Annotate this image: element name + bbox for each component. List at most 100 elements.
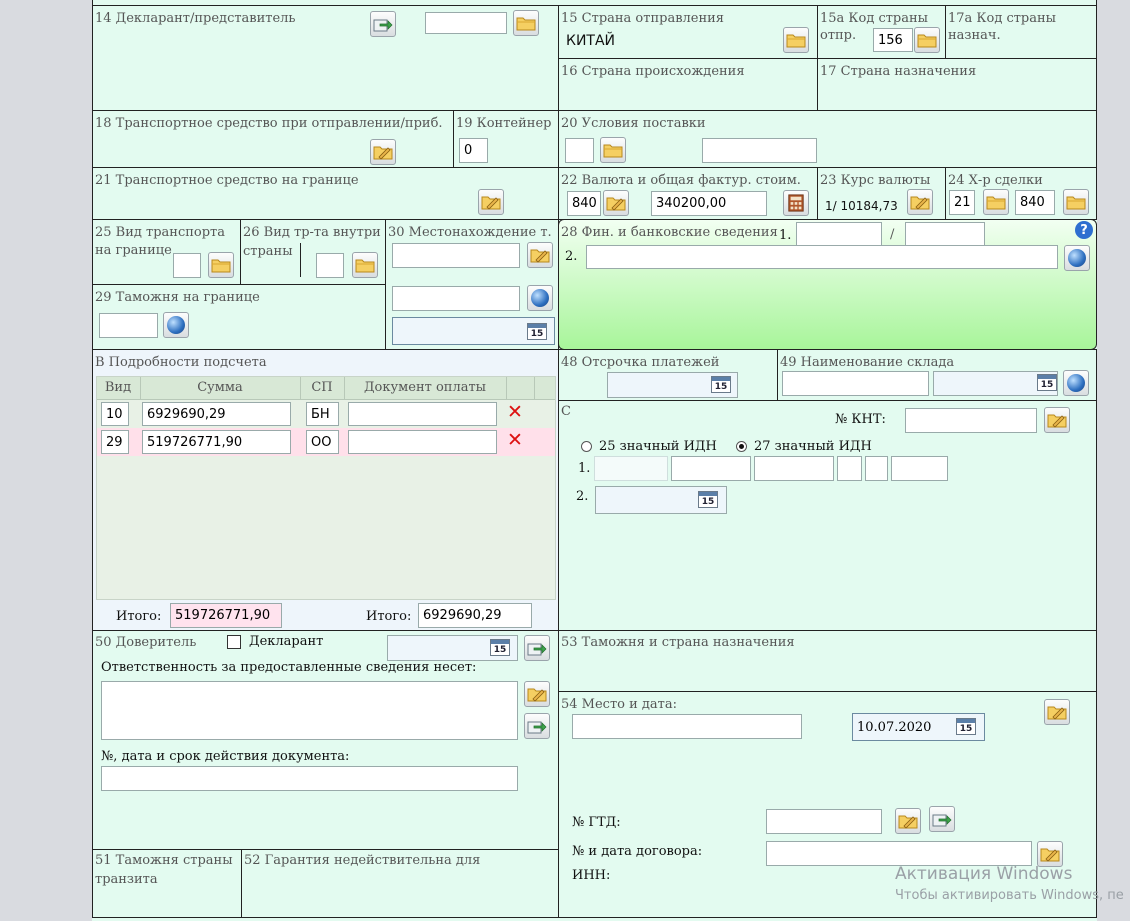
- currency-edit-button[interactable]: [603, 190, 629, 216]
- declarant-code-input[interactable]: [425, 12, 507, 34]
- responsibility-textarea[interactable]: [101, 681, 518, 740]
- idn-part-6-input[interactable]: [891, 456, 948, 481]
- box-52-guarantee: 52 Гарантия недействительна для: [241, 849, 559, 918]
- departure-code-folder-button[interactable]: [914, 27, 940, 53]
- row-doc-input[interactable]: [348, 430, 497, 454]
- export-icon: [527, 640, 547, 656]
- bank-details-input[interactable]: [586, 245, 1058, 269]
- gtd-input[interactable]: [766, 809, 882, 834]
- goods-location-input[interactable]: [392, 243, 520, 268]
- goods-location-edit-button[interactable]: [527, 242, 553, 268]
- box-17a-label-1: 17а Код страны: [948, 11, 1057, 26]
- declarant-checkbox[interactable]: [227, 635, 241, 649]
- bank-globe-button[interactable]: [1064, 245, 1090, 271]
- inn-label: ИНН:: [572, 868, 611, 883]
- box-26-inland-transport-mode: 26 Вид тр-та внутри страны: [240, 219, 386, 285]
- declarant-checkbox-label: Декларант: [249, 634, 324, 649]
- declarant-folder-button[interactable]: [513, 10, 539, 36]
- border-customs-globe-button[interactable]: [163, 312, 189, 338]
- responsibility-edit-button[interactable]: [524, 681, 550, 707]
- contract-input[interactable]: [766, 841, 1032, 866]
- goods-location-globe-button[interactable]: [527, 285, 553, 311]
- idn-part-2-input[interactable]: [671, 456, 751, 481]
- box-17a-label-2: назнач.: [948, 28, 1001, 43]
- gtd-edit-button[interactable]: [895, 808, 921, 834]
- delete-icon[interactable]: ✕: [507, 401, 523, 423]
- calendar-icon[interactable]: 15: [1037, 374, 1057, 391]
- row-sum-input[interactable]: 6929690,29: [142, 402, 291, 426]
- departure-code-input[interactable]: 156: [873, 28, 913, 52]
- folder-icon: [986, 194, 1006, 210]
- calculator-button[interactable]: [783, 190, 809, 216]
- row-sum-input[interactable]: 519726771,90: [142, 430, 291, 454]
- box-29-border-customs: 29 Таможня на границе: [92, 284, 386, 350]
- place-edit-button[interactable]: [1044, 699, 1070, 725]
- transport-departure-edit-button[interactable]: [370, 139, 396, 165]
- box-19-container: 19 Контейнер 0: [453, 110, 559, 168]
- help-icon[interactable]: ?: [1075, 221, 1093, 239]
- edit-folder-icon: [1047, 412, 1067, 428]
- row-sp-input[interactable]: БН: [306, 402, 339, 426]
- responsibility-export-button[interactable]: [524, 713, 550, 739]
- row-vid-input[interactable]: 10: [101, 402, 129, 426]
- border-transport-mode-input[interactable]: [173, 253, 201, 278]
- document-label: №, дата и срок действия документа:: [101, 749, 350, 764]
- idn-part-5-input[interactable]: [865, 456, 888, 481]
- warehouse-name-input[interactable]: [782, 371, 929, 396]
- delivery-terms-code-input[interactable]: [565, 138, 594, 163]
- contract-edit-button[interactable]: [1037, 841, 1063, 867]
- goods-location-customs-input[interactable]: [392, 286, 520, 311]
- place-input[interactable]: [572, 714, 802, 739]
- idn-25-radio[interactable]: [581, 441, 592, 452]
- idn-row2-label: 2.: [576, 489, 589, 504]
- date-input[interactable]: 10.07.2020: [852, 713, 985, 741]
- invoice-amount-input[interactable]: 340200,00: [651, 191, 767, 216]
- inland-transport-mode-input[interactable]: [316, 253, 344, 278]
- calendar-icon[interactable]: 15: [490, 639, 510, 656]
- transaction-currency-input[interactable]: 840: [1015, 190, 1055, 215]
- export-button[interactable]: [370, 11, 396, 37]
- currency-code-input[interactable]: 840: [567, 191, 601, 216]
- idn-27-radio[interactable]: [736, 441, 747, 452]
- row-sp-input[interactable]: ОО: [306, 430, 339, 454]
- departure-country-folder-button[interactable]: [783, 27, 809, 53]
- idn-part-1-input[interactable]: [594, 456, 668, 481]
- delivery-terms-place-input[interactable]: [702, 138, 817, 163]
- row-vid-input[interactable]: 29: [101, 430, 129, 454]
- calendar-icon[interactable]: 15: [698, 491, 718, 508]
- row-doc-input[interactable]: [348, 402, 497, 426]
- principal-export-button[interactable]: [524, 635, 550, 661]
- transport-border-edit-button[interactable]: [478, 189, 504, 215]
- transaction-currency-folder-button[interactable]: [1063, 189, 1089, 215]
- border-transport-mode-folder-button[interactable]: [208, 252, 234, 278]
- calendar-icon[interactable]: 15: [527, 323, 547, 340]
- exchange-rate-edit-button[interactable]: [907, 189, 933, 215]
- box-15a-country-code: 15а Код страны отпр. 156: [817, 5, 946, 59]
- gtd-export-button[interactable]: [929, 806, 955, 832]
- delete-icon[interactable]: ✕: [507, 429, 523, 451]
- box-14-declarant: 14 Декларант/представитель: [92, 5, 559, 111]
- total-2-value: 6929690,29: [418, 603, 532, 628]
- box-25-label-1: 25 Вид транспорта: [95, 225, 225, 240]
- bank-field-2-input[interactable]: [905, 222, 985, 246]
- inland-transport-mode-folder-button[interactable]: [352, 252, 378, 278]
- delivery-terms-folder-button[interactable]: [600, 137, 626, 163]
- bank-field-1-input[interactable]: [796, 222, 882, 246]
- contract-label: № и дата договора:: [572, 844, 703, 859]
- container-input[interactable]: 0: [459, 138, 488, 163]
- calendar-icon[interactable]: 15: [956, 718, 976, 735]
- idn-part-3-input[interactable]: [754, 456, 834, 481]
- document-input[interactable]: [101, 766, 518, 791]
- border-customs-input[interactable]: [99, 313, 158, 338]
- box-24-transaction-type: 24 Х-р сделки 21 840: [945, 167, 1097, 220]
- box-25-border-transport-mode: 25 Вид транспорта на границе: [92, 219, 241, 285]
- warehouse-globe-button[interactable]: [1063, 370, 1089, 396]
- knt-edit-button[interactable]: [1044, 407, 1070, 433]
- knt-input[interactable]: [905, 408, 1037, 433]
- calendar-icon[interactable]: 15: [711, 376, 731, 393]
- transaction-folder-button[interactable]: [983, 189, 1009, 215]
- edit-folder-icon: [910, 194, 930, 210]
- idn-part-4-input[interactable]: [837, 456, 862, 481]
- box-18-transport-departure: 18 Транспортное средство при отправлении…: [92, 110, 454, 168]
- transaction-code-input[interactable]: 21: [949, 190, 975, 215]
